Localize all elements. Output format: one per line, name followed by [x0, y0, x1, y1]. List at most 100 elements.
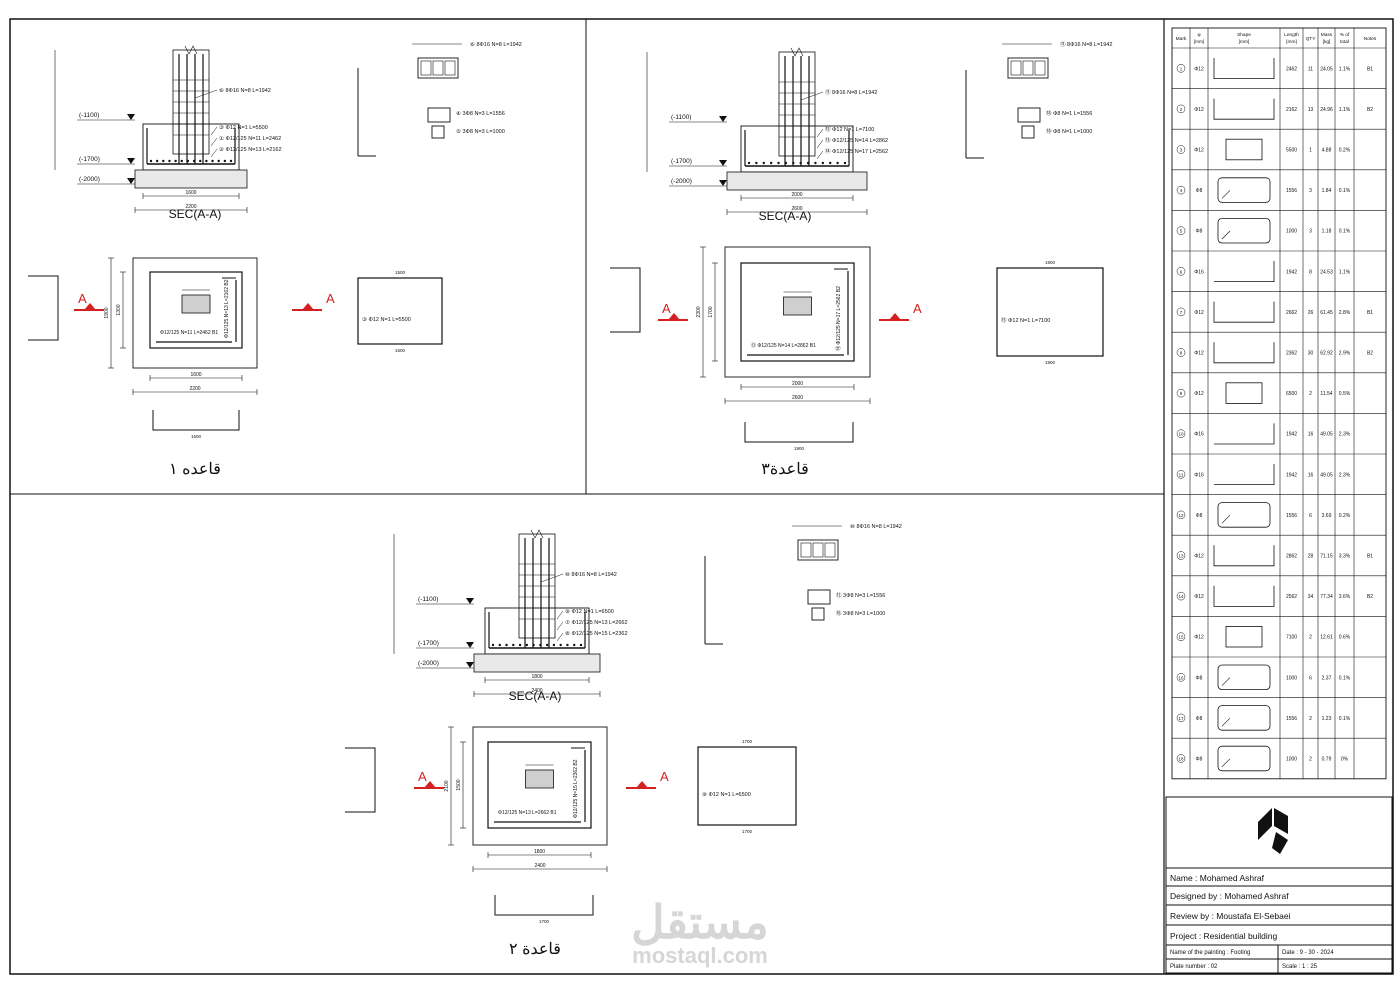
mesh-bar-dot [579, 643, 583, 647]
schedule-dia: Φ8 [1196, 675, 1203, 681]
mesh-bar-dot [836, 161, 839, 165]
level-label: (-2000) [79, 176, 100, 183]
section-marker-label: A [913, 301, 922, 316]
schedule-length: 7100 [1286, 635, 1297, 641]
schedule-mass: 12.61 [1320, 635, 1333, 641]
schedule-mark: 14 [1178, 594, 1184, 599]
section-marker-arrow [889, 313, 901, 320]
schedule-mark: 13 [1178, 554, 1184, 559]
mesh-bar-dot [747, 161, 751, 165]
schedule-mass: 24.53 [1320, 269, 1333, 275]
tb-scale: Scale : 1 : 25 [1282, 963, 1318, 970]
mesh-bar-dot [229, 159, 233, 163]
plain-concrete-plan [724, 246, 871, 378]
section-marker-label: A [662, 301, 671, 316]
mark-circle [1176, 267, 1186, 276]
leader-line [816, 128, 824, 138]
schedule-qty: 34 [1308, 594, 1314, 600]
level-label: (-1100) [671, 114, 691, 121]
schedule-pct: 0.1% [1339, 229, 1351, 235]
schedule-notes: B2 [1367, 594, 1373, 600]
mesh-bar-dot [539, 643, 542, 647]
logo-icon [1258, 808, 1288, 854]
rebar-callout: ② Φ12/125 N=13 L=2162 [219, 146, 282, 153]
schedule-dia: Φ8 [1196, 188, 1203, 194]
stirrup-inner [812, 542, 824, 558]
schedule-pct: 2.3% [1339, 432, 1351, 438]
shape-ring-bar [1225, 626, 1263, 648]
section-dim-outer: 2200 [185, 204, 196, 210]
shape-u-bar [1213, 58, 1275, 79]
shape-stirrup-hook [1221, 677, 1231, 686]
schedule-mark: 1 [1180, 66, 1183, 71]
schedule-mark: 2 [1180, 107, 1183, 112]
schedule-length: 1000 [1286, 757, 1297, 763]
schedule-header: Mass [1321, 32, 1333, 38]
watermark-arabic: مستقل [631, 896, 769, 948]
schedule-header: % of [1340, 32, 1350, 38]
ring-bar [996, 267, 1104, 357]
plan-label-b1: ⑬ Φ12/125 N=14 L=2862 B1 [751, 342, 816, 349]
mark-circle [1176, 307, 1186, 317]
schedule-mark: 4 [1180, 188, 1183, 193]
schedule-mass: 2.37 [1322, 675, 1332, 681]
schedule-dia: Φ8 [1196, 716, 1203, 722]
shape-stirrup [1217, 502, 1271, 528]
shape-stirrup-hook [1221, 514, 1231, 524]
schedule-dia: Φ12 [1194, 635, 1204, 641]
mesh-bar-dot [149, 159, 153, 163]
footing-title: قاعده ١ [169, 461, 221, 478]
schedule-length: 2462 [1286, 66, 1297, 72]
plan-dim-inner-w: 1800 [534, 849, 545, 855]
schedule-qty: 28 [1308, 554, 1314, 560]
mesh-bar-dot [769, 161, 773, 165]
schedule-length: 2362 [1286, 351, 1297, 357]
schedule-qty: 30 [1308, 351, 1314, 357]
level-label: (-1100) [418, 596, 438, 603]
shape-l-bar [1214, 261, 1275, 282]
level-label: (-1700) [671, 158, 692, 165]
column-plan [181, 294, 211, 314]
stirrup-callout: ⑩ 8Φ16 N=8 L=1942 [850, 523, 902, 530]
plan-dim-inner-w: 1600 [190, 372, 201, 378]
schedule-dia: Φ12 [1194, 554, 1204, 560]
schedule-mass: 24.96 [1320, 107, 1333, 113]
section-marker-arrow [302, 303, 314, 310]
mesh-bar-dot [784, 161, 788, 165]
stirrup-callout: ⑥ 8Φ16 N=8 L=1942 [470, 41, 522, 48]
schedule-qty: 2 [1309, 757, 1312, 763]
schedule-mass: 61.45 [1320, 310, 1333, 316]
schedule-length: 2862 [1286, 554, 1297, 560]
schedule-pct: 0.6% [1339, 635, 1351, 641]
plan-label-b2: Φ12/125 N=13 L=2162 B2 [224, 279, 230, 338]
mark-circle [1176, 632, 1186, 641]
mark-circle [1176, 754, 1186, 763]
mesh-bar-dot [525, 643, 529, 647]
schedule-header: total [1340, 39, 1349, 45]
plain-concrete-plan [472, 726, 608, 846]
rebar-callout: ⑦ Φ12/125 N=13 L=2662 [565, 619, 628, 626]
ring-bar-dim: 1500 [395, 348, 406, 353]
stirrup-inner [420, 60, 432, 76]
schedule-length: 1000 [1286, 229, 1297, 235]
schedule-qty: 16 [1308, 472, 1314, 478]
schedule-dia: Φ12 [1194, 391, 1204, 397]
u-bar-dim: 1900 [794, 446, 805, 451]
section-marker-arrow [84, 303, 96, 310]
u-bar-plan [494, 895, 594, 916]
footing-2-panel: (-1100)(-1700)(-2000)⑩ 8Φ16 N=8 L=1942⑨ … [345, 523, 902, 958]
stirrup-callout: ⑪ 8Φ16 N=8 L=1942 [1060, 40, 1112, 48]
schedule-header: φ [1197, 33, 1200, 38]
mark-circle [1176, 470, 1186, 479]
schedule-header: [mm] [1239, 39, 1250, 45]
shape-stirrup-hook [1221, 717, 1231, 727]
schedule-dia: Φ16 [1194, 472, 1204, 478]
schedule-pct: 1.1% [1339, 269, 1351, 275]
stirrup-inner [1010, 60, 1022, 76]
shape-stirrup [1217, 705, 1271, 731]
u-bar-plan [152, 410, 240, 431]
u-bar-elevation [28, 275, 59, 341]
schedule-qty: 6 [1309, 513, 1312, 519]
mesh-bar-dot [762, 161, 765, 165]
